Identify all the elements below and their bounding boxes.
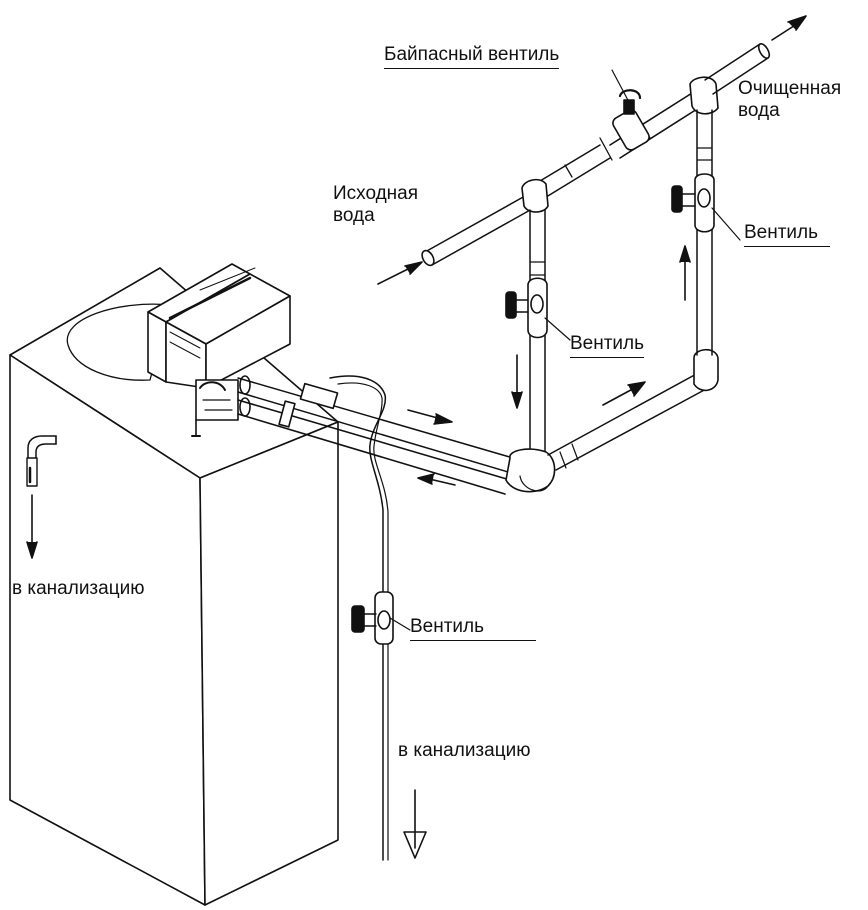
label-to-sewer-bottom-text: в канализацию [398, 740, 531, 761]
label-to-sewer-left-text: в канализацию [12, 578, 145, 599]
drain-elbow [26, 435, 57, 487]
right-vertical-pipe [671, 109, 715, 356]
bottom-elbow [505, 448, 556, 493]
label-valve-drain: Вентиль [410, 616, 537, 641]
label-bypass-valve: Байпасный вентиль [384, 44, 560, 69]
label-valve-drain-text: Вентиль [410, 616, 537, 641]
leader-lines [389, 69, 741, 631]
right-elbow [693, 348, 719, 392]
label-treated-water-line2: вода [738, 99, 780, 121]
drain-hose [329, 375, 389, 861]
label-treated-water-line1: Очищенная [738, 78, 842, 99]
drain-flow-arrow-bottom [403, 789, 427, 859]
label-valve-right: Вентиль [744, 222, 831, 247]
lower-return-pipe [547, 371, 709, 471]
label-valve-middle: Вентиль [570, 333, 645, 358]
flow-arrow-outlet [417, 473, 456, 486]
label-source-water: Исходная вода [333, 183, 418, 227]
label-source-water-line1: Исходная [333, 183, 419, 204]
label-treated-water: Очищенная вода [738, 78, 841, 122]
control-valve-head [147, 263, 291, 437]
label-bypass-valve-text: Байпасный вентиль [384, 44, 560, 69]
label-valve-right-text: Вентиль [744, 222, 831, 247]
label-to-sewer-bottom: в канализацию [398, 740, 530, 762]
inlet-pipe [377, 195, 533, 285]
flow-arrow-inlet [407, 409, 453, 425]
drain-valve [351, 591, 394, 645]
label-valve-middle-text: Вентиль [570, 333, 645, 358]
left-vertical-pipe [505, 209, 548, 456]
label-to-sewer-left: в канализацию [12, 578, 144, 600]
bypass-valve [612, 89, 650, 151]
label-source-water-line2: вода [333, 204, 375, 226]
softener-cabinet [9, 267, 339, 906]
drain-flow-arrow-left [26, 494, 38, 559]
upper-bypass-pipe [521, 15, 807, 213]
